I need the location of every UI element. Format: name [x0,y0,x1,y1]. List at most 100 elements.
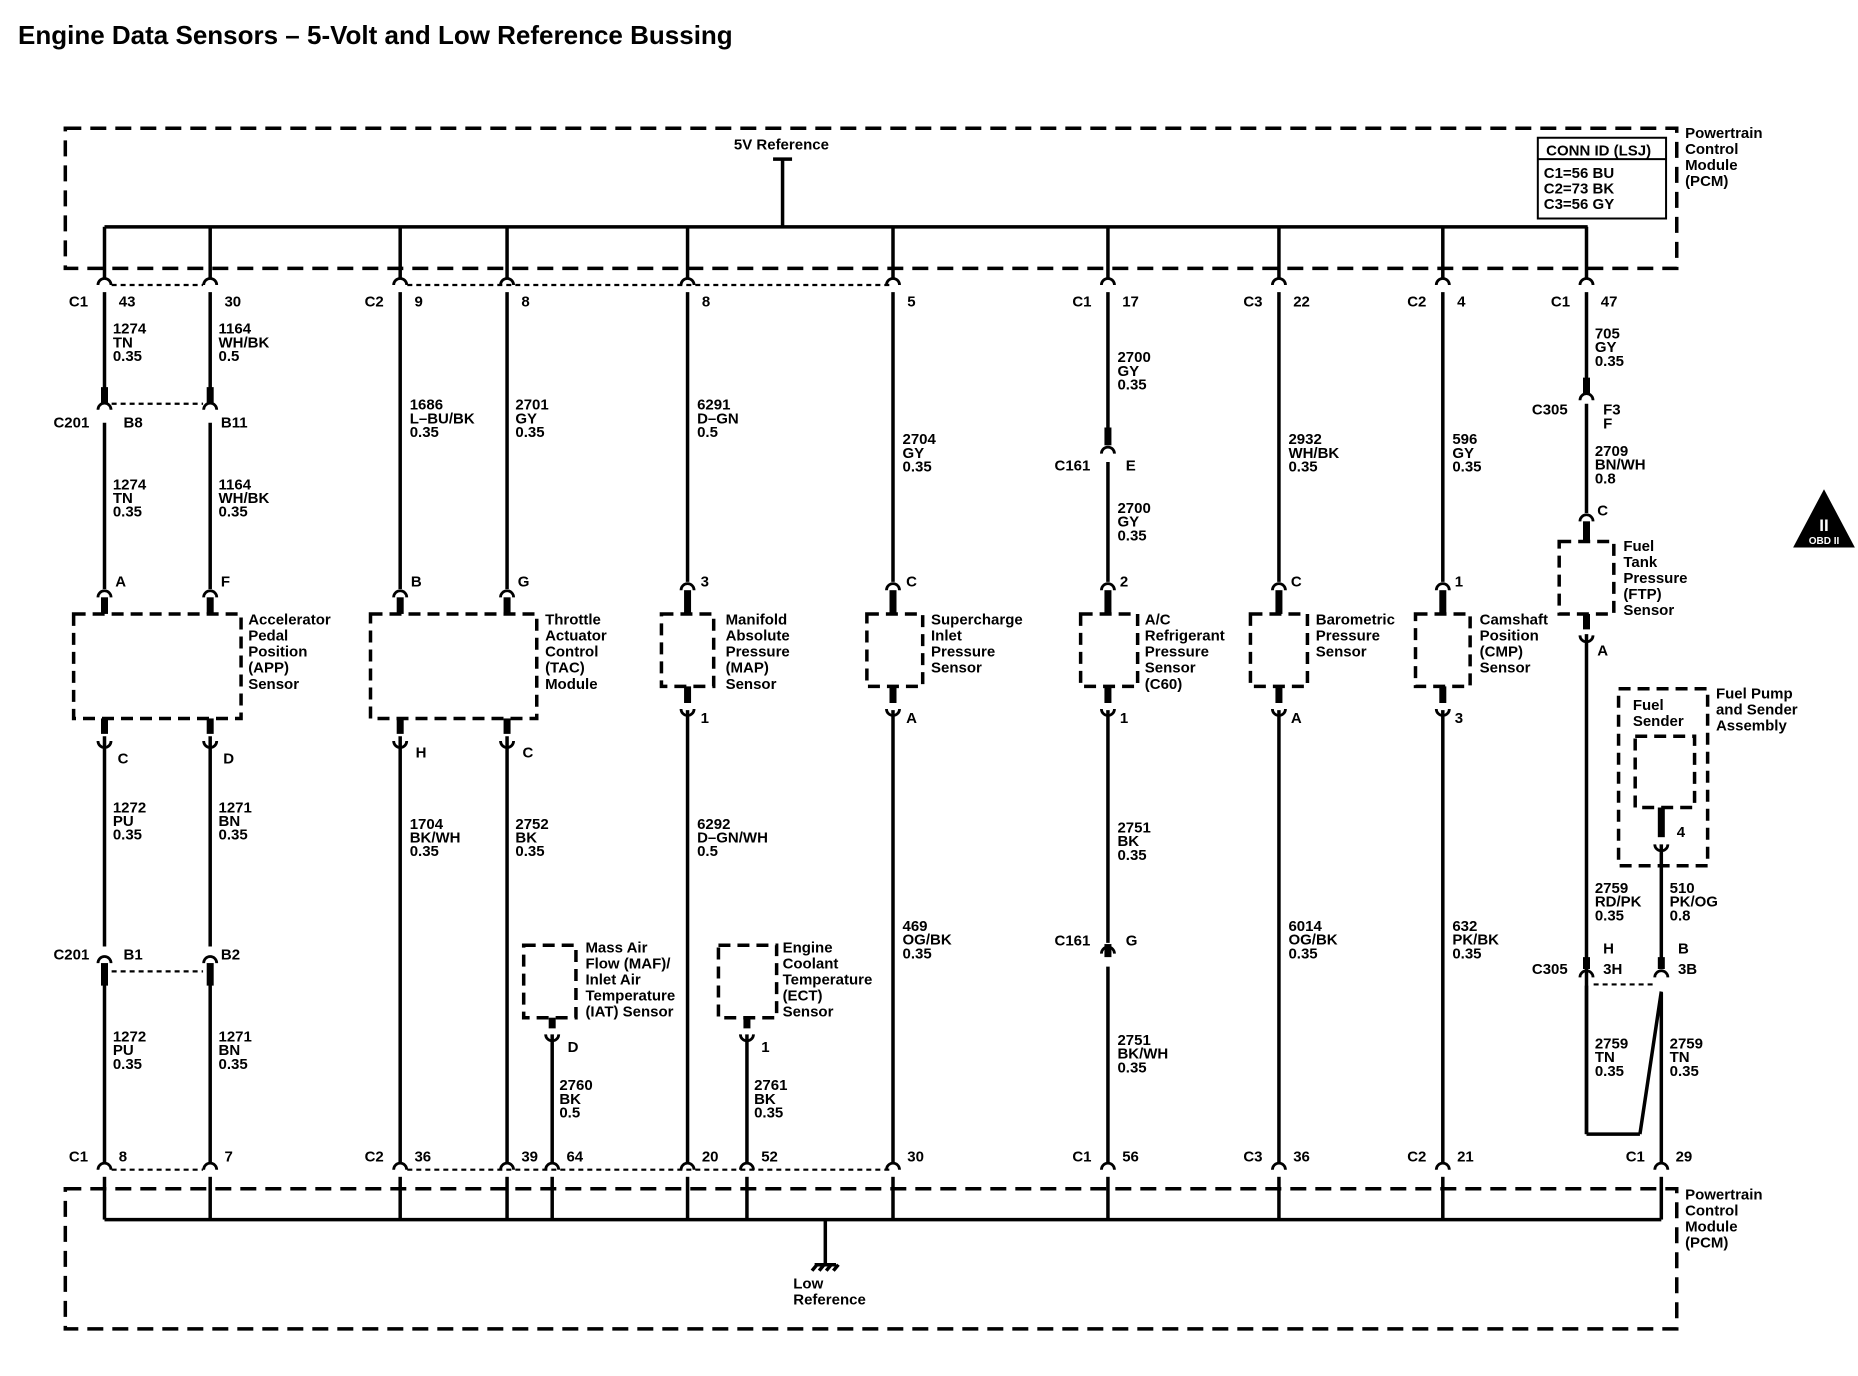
wire-label: 1272 [113,1028,146,1045]
c201-connector-label: C201 [53,947,89,964]
c201-pin: B11 [221,415,248,432]
supercharge-sensor-label: Supercharge [931,612,1023,629]
pcm-pin-number: 4 [1457,293,1466,310]
component-pin: A [906,710,917,727]
wire-label: 0.5 [559,1104,580,1121]
cmp-sensor-label: Sensor [1480,660,1531,677]
ftp-sensor-label: Fuel [1623,538,1654,555]
map-sensor-box [659,612,716,689]
wire-label: 0.35 [219,504,248,521]
pcm-top-box [63,126,1679,271]
wire-label: TN [113,490,133,507]
connector-terminal [202,955,219,964]
wire-label: 2700 [1117,349,1150,366]
component-pin: C [906,574,917,591]
map-sensor-label: Sensor [726,676,777,693]
connector-terminal [96,955,113,964]
fuel-pump-assembly-label: Assembly [1716,717,1788,734]
wire-label: WH/BK [219,334,270,351]
wire-label: PU [113,1042,134,1059]
maf-iat-sensor-label: Temperature [585,987,675,1004]
wire-label: 2932 [1288,431,1321,448]
pcm-pin-number: 7 [224,1148,232,1165]
tac-module-label: (TAC) [545,660,585,677]
pcm-label-top: (PCM) [1685,173,1728,190]
app-sensor-label: Accelerator [248,612,331,629]
pcm-pin-number: 30 [907,1148,924,1165]
pcm-top-terminal [392,277,409,286]
pcm-pin-number: 39 [521,1148,538,1165]
cmp-sensor-label: (CMP) [1480,644,1523,661]
wire-label: 0.35 [1117,527,1146,544]
wire-label: 2701 [515,397,548,414]
connector-terminal [202,589,219,598]
connector-terminal [392,589,409,598]
ac-sensor-label: A/C [1145,612,1171,629]
wire-label: 510 [1670,880,1695,897]
wire-label: WH/BK [1288,445,1339,462]
pcm-connector-name: C1 [1072,1148,1091,1165]
wire-label: 2761 [754,1077,787,1094]
pcm-pin-number: 47 [1601,293,1618,310]
c305-pin: H [1603,941,1614,958]
fuel-pump-assembly-label: and Sender [1716,701,1798,718]
wire-label: 0.35 [113,827,142,844]
connector-terminal [1578,513,1595,522]
component-pin: C [523,745,534,762]
pcm-pin-number: 9 [414,293,422,310]
supercharge-sensor-label: Inlet [931,628,962,645]
wire-label: GY [515,410,537,427]
connector-terminal [202,401,219,410]
connector-terminal [96,589,113,598]
pcm-bottom-terminal [1271,1161,1287,1170]
wire-label: 0.35 [754,1104,783,1121]
wire-label: GY [1117,514,1139,531]
wire-label: 2759 [1595,880,1628,897]
wire-label: WH/BK [219,490,270,507]
c201-pin: B8 [124,415,143,432]
map-sensor-label: Pressure [726,644,790,661]
cmp-sensor-label: Camshaft [1480,612,1548,629]
pcm-pin-number: 20 [702,1148,719,1165]
component-pin: A [1597,643,1608,660]
component-pin: A [115,574,126,591]
component-pin: C [118,751,129,768]
wire-label: BN [219,1042,241,1059]
component-pin: 1 [1120,710,1128,727]
five-v-reference-label: 5V Reference [734,137,829,154]
obd-ii-numeral: II [1819,516,1828,535]
ftp-sensor-box [1557,539,1616,616]
component-pin: 2 [1120,574,1128,591]
connector-terminal [1100,945,1116,954]
conn-id-title: CONN ID (LSJ) [1546,143,1651,160]
component-pin: 4 [1677,824,1686,841]
c305-connector-label: C305 [1532,961,1568,978]
wire-label: 0.35 [903,945,932,962]
wire-label: 2704 [903,431,937,448]
wire-label: 2700 [1117,500,1150,517]
c201-pin: B2 [221,947,240,964]
wire-label: BK [559,1091,581,1108]
connector-terminal [1100,708,1116,717]
pcm-top-terminal [1578,277,1595,286]
pcm-bottom-terminal [202,1161,219,1170]
app-sensor-label: Sensor [248,676,299,693]
pcm-connector-name: C1 [1072,293,1091,310]
supercharge-sensor-label: Sensor [931,660,982,677]
pcm-top-terminal [499,277,515,286]
wire-label: 0.35 [219,827,248,844]
ftp-sensor-label: Pressure [1623,570,1687,587]
fuel-pump-assembly-box [1616,687,1710,868]
pcm-label-bottom: (PCM) [1685,1234,1728,1251]
wire-label: 2751 [1117,819,1150,836]
pcm-connector-name: C2 [1407,293,1426,310]
pcm-pin-number: 21 [1457,1148,1474,1165]
app-sensor-box [71,612,243,721]
pcm-top-terminal [202,277,219,286]
ftp-sensor-label: Sensor [1623,602,1674,619]
wire-label: 0.35 [515,843,544,860]
obd-ii-text: OBD II [1809,536,1840,547]
wire-label: L–BU/BK [410,410,475,427]
pcm-pin-number: 17 [1122,293,1139,310]
connector-terminal [1434,582,1451,591]
